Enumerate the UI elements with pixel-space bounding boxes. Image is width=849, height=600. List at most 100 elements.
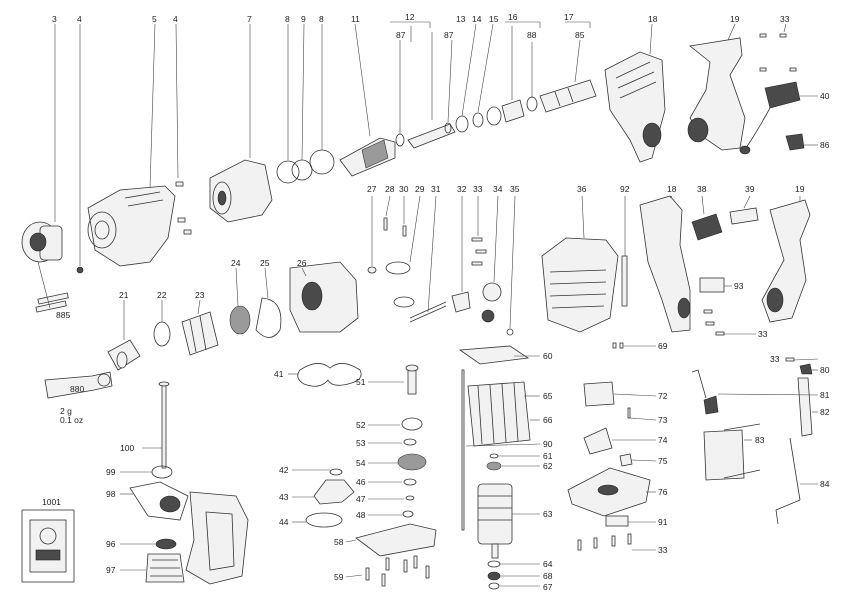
- callout-64: 64: [543, 559, 553, 569]
- callout-74: 74: [658, 435, 668, 445]
- callout-31: 31: [431, 184, 441, 194]
- callout-39: 39: [745, 184, 755, 194]
- part-screws-33c: [703, 309, 756, 336]
- callout-61: 61: [543, 451, 553, 461]
- part-grease-880: 2 g 0.1 oz: [44, 371, 113, 425]
- callout-13: 13: [456, 14, 466, 24]
- callout-19: 19: [795, 184, 805, 194]
- callout-30: 30: [399, 184, 409, 194]
- part-bearing-16: [486, 21, 541, 126]
- grease-amount-oz: 0.1 oz: [60, 415, 83, 425]
- callout-65: 65: [543, 391, 553, 401]
- part-rings-14-15: [444, 23, 494, 134]
- callout-54: 54: [356, 458, 366, 468]
- callout-880: 880: [70, 384, 84, 394]
- callout-4: 4: [77, 14, 82, 24]
- callout-35: 35: [510, 184, 520, 194]
- callout-93: 93: [734, 281, 744, 291]
- part-tube-17: [539, 21, 597, 113]
- callout-33: 33: [758, 329, 768, 339]
- callout-53: 53: [356, 438, 366, 448]
- callout-44: 44: [279, 517, 289, 527]
- callout-numbers: 3 4 5 4 7 8 9 8 11 12 87 13 87 14 15 16 …: [42, 12, 830, 592]
- callout-87: 87: [396, 30, 406, 40]
- callout-8: 8: [285, 14, 290, 24]
- callout-33: 33: [473, 184, 483, 194]
- callout-26: 26: [297, 258, 307, 268]
- callout-1001: 1001: [42, 497, 61, 507]
- part-rings-8-9-8: [276, 23, 335, 184]
- callout-29: 29: [415, 184, 425, 194]
- part-885: [35, 261, 69, 313]
- callout-4: 4: [173, 14, 178, 24]
- part-seal-41: [288, 363, 362, 387]
- callout-885: 885: [56, 310, 70, 320]
- callout-100: 100: [120, 443, 134, 453]
- part-chuck: [21, 24, 63, 263]
- callout-27: 27: [367, 184, 377, 194]
- callout-28: 28: [385, 184, 395, 194]
- callout-97: 97: [106, 565, 116, 575]
- callout-59: 59: [334, 572, 344, 582]
- part-gearbox-7: [209, 24, 273, 223]
- callout-19: 19: [730, 14, 740, 24]
- part-spindle-11: [339, 23, 396, 177]
- callout-67: 67: [543, 582, 553, 592]
- part-housing-5: [87, 23, 176, 267]
- callout-88: 88: [527, 30, 537, 40]
- callout-81: 81: [820, 390, 830, 400]
- callout-91: 91: [658, 517, 668, 527]
- callout-66: 66: [543, 415, 553, 425]
- callout-98: 98: [106, 489, 116, 499]
- callout-40: 40: [820, 91, 830, 101]
- part-gear-stack-51-59: [345, 364, 437, 587]
- callout-32: 32: [457, 184, 467, 194]
- callout-34: 34: [493, 184, 503, 194]
- callout-73: 73: [658, 415, 668, 425]
- part-parts-42-44: [292, 468, 355, 528]
- callout-24: 24: [231, 258, 241, 268]
- callout-83: 83: [755, 435, 765, 445]
- callout-47: 47: [356, 494, 366, 504]
- callout-90: 90: [543, 439, 553, 449]
- part-gear-group-21-26: [107, 261, 359, 371]
- callout-33: 33: [658, 545, 668, 555]
- callout-75: 75: [658, 456, 668, 466]
- callout-51: 51: [356, 377, 366, 387]
- part-ring-87a: [395, 40, 405, 147]
- part-handle-19a: [687, 23, 746, 151]
- callout-62: 62: [543, 461, 553, 471]
- callout-41: 41: [274, 369, 284, 379]
- callout-76: 76: [658, 487, 668, 497]
- callout-18: 18: [648, 14, 658, 24]
- callout-82: 82: [820, 407, 830, 417]
- callout-8: 8: [319, 14, 324, 24]
- part-switch-40: [739, 23, 818, 155]
- callout-86: 86: [820, 140, 830, 150]
- callout-46: 46: [356, 477, 366, 487]
- callout-9: 9: [301, 14, 306, 24]
- callout-3: 3: [52, 14, 57, 24]
- part-grip-38-39: [691, 195, 759, 241]
- callout-60: 60: [543, 351, 553, 361]
- callout-42: 42: [279, 465, 289, 475]
- callout-33: 33: [770, 354, 780, 364]
- callout-85: 85: [575, 30, 585, 40]
- callout-48: 48: [356, 510, 366, 520]
- callout-22: 22: [157, 290, 167, 300]
- part-screws-69: [612, 342, 656, 349]
- callout-72: 72: [658, 391, 668, 401]
- callout-63: 63: [543, 509, 553, 519]
- callout-17: 17: [564, 12, 574, 22]
- part-case-1001: [21, 509, 75, 583]
- part-motor-group-60-67: [458, 345, 541, 590]
- callout-43: 43: [279, 492, 289, 502]
- callout-25: 25: [260, 258, 270, 268]
- callout-87: 87: [444, 30, 454, 40]
- callout-7: 7: [247, 14, 252, 24]
- callout-69: 69: [658, 341, 668, 351]
- part-side-handle-96-100: [120, 381, 249, 585]
- part-small-parts-27-35: [367, 195, 516, 336]
- part-right-column-80-84: [691, 357, 819, 525]
- callout-5: 5: [152, 14, 157, 24]
